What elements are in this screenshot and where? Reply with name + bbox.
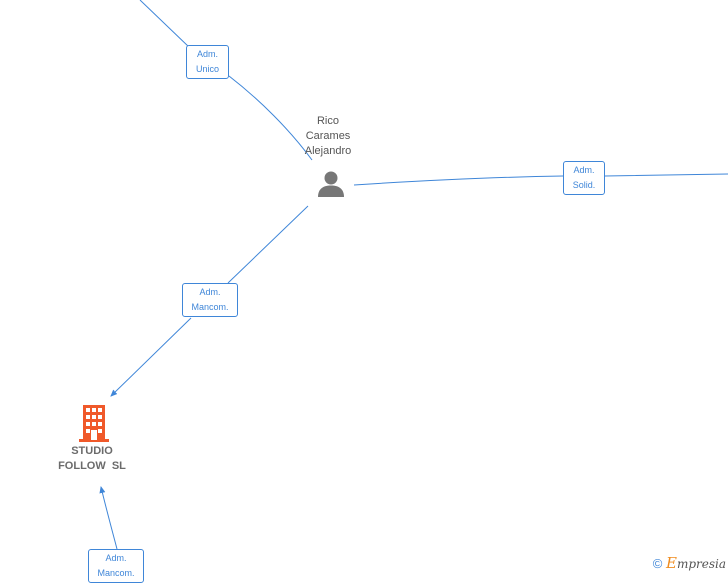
- role-line: Unico: [195, 64, 219, 74]
- edge-line-adm-mancom-2: [99, 486, 118, 550]
- edge-line-adm-mancom-1: [111, 205, 309, 396]
- company-name-line: FOLLOW SL: [58, 460, 126, 472]
- role-box-adm-mancom-2[interactable]: Adm. Mancom.: [88, 549, 144, 583]
- role-line: Mancom.: [97, 568, 135, 578]
- building-icon[interactable]: [79, 404, 109, 442]
- role-line: Mancom.: [191, 302, 229, 312]
- person-icon[interactable]: [316, 170, 346, 198]
- copyright-notice: © Empresia: [653, 554, 726, 572]
- company-name-label[interactable]: STUDIO FOLLOW SL: [44, 444, 140, 474]
- edge-line-adm-solid: [353, 173, 728, 186]
- brand-rest: mpresia: [676, 557, 726, 571]
- copyright-icon: ©: [652, 556, 663, 571]
- role-box-adm-solid[interactable]: Adm. Solid.: [563, 161, 605, 195]
- person-name-line: Rico: [316, 115, 339, 127]
- company-name-line: STUDIO: [71, 445, 113, 457]
- person-name-line: Alejandro: [304, 145, 352, 157]
- role-box-adm-unico[interactable]: Adm. Unico: [186, 45, 229, 79]
- role-line: Adm.: [196, 49, 218, 59]
- person-name-label[interactable]: Rico Carames Alejandro: [288, 114, 368, 159]
- brand-initial: E: [665, 554, 677, 572]
- person-name-line: Carames: [305, 130, 351, 142]
- role-line: Adm.: [573, 165, 595, 175]
- role-line: Adm.: [199, 287, 221, 297]
- edge-line-adm-unico: [139, 0, 313, 161]
- role-line: Adm.: [105, 553, 127, 563]
- empresia-logo[interactable]: Empresia: [665, 554, 726, 572]
- role-box-adm-mancom-1[interactable]: Adm. Mancom.: [182, 283, 238, 317]
- role-line: Solid.: [572, 180, 596, 190]
